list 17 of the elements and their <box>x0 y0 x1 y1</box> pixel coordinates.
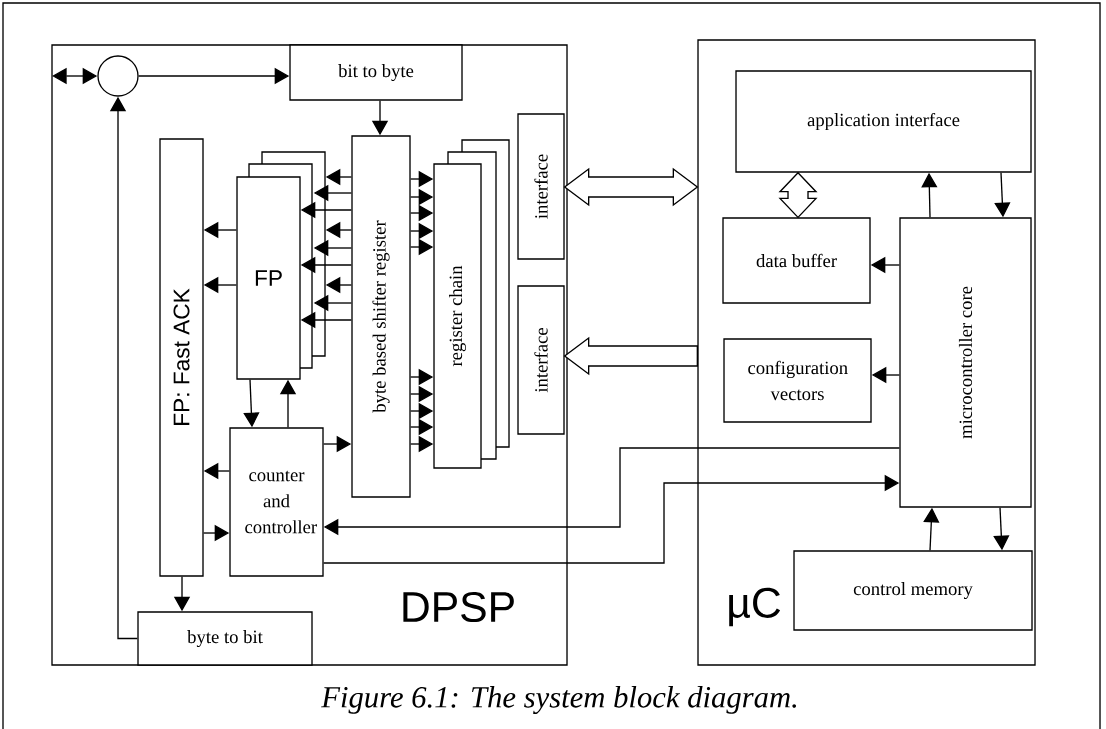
block-box: data buffer <box>722 217 871 304</box>
block-box: bit to byte <box>289 44 463 101</box>
block-box: byte based shifter register <box>351 135 411 498</box>
block-box: application interface <box>735 70 1032 173</box>
figure-caption: Figure 6.1: The system block diagram. <box>321 686 796 714</box>
junction-circle <box>97 55 139 97</box>
block-box: control memory <box>793 550 1033 631</box>
block-box: byte to bit <box>137 611 313 666</box>
stacked-block: register chain <box>433 139 510 469</box>
block-box: FP: Fast ACK <box>159 138 204 577</box>
block-box: counter and controller <box>229 427 324 577</box>
stacked-block: FP <box>236 151 326 380</box>
block-box: configuration vectors <box>723 338 872 423</box>
block-box: interface <box>517 285 565 435</box>
hollow-arrow <box>563 336 698 376</box>
block-box: interface <box>517 113 565 260</box>
block-box: microcontroller core <box>899 217 1032 508</box>
